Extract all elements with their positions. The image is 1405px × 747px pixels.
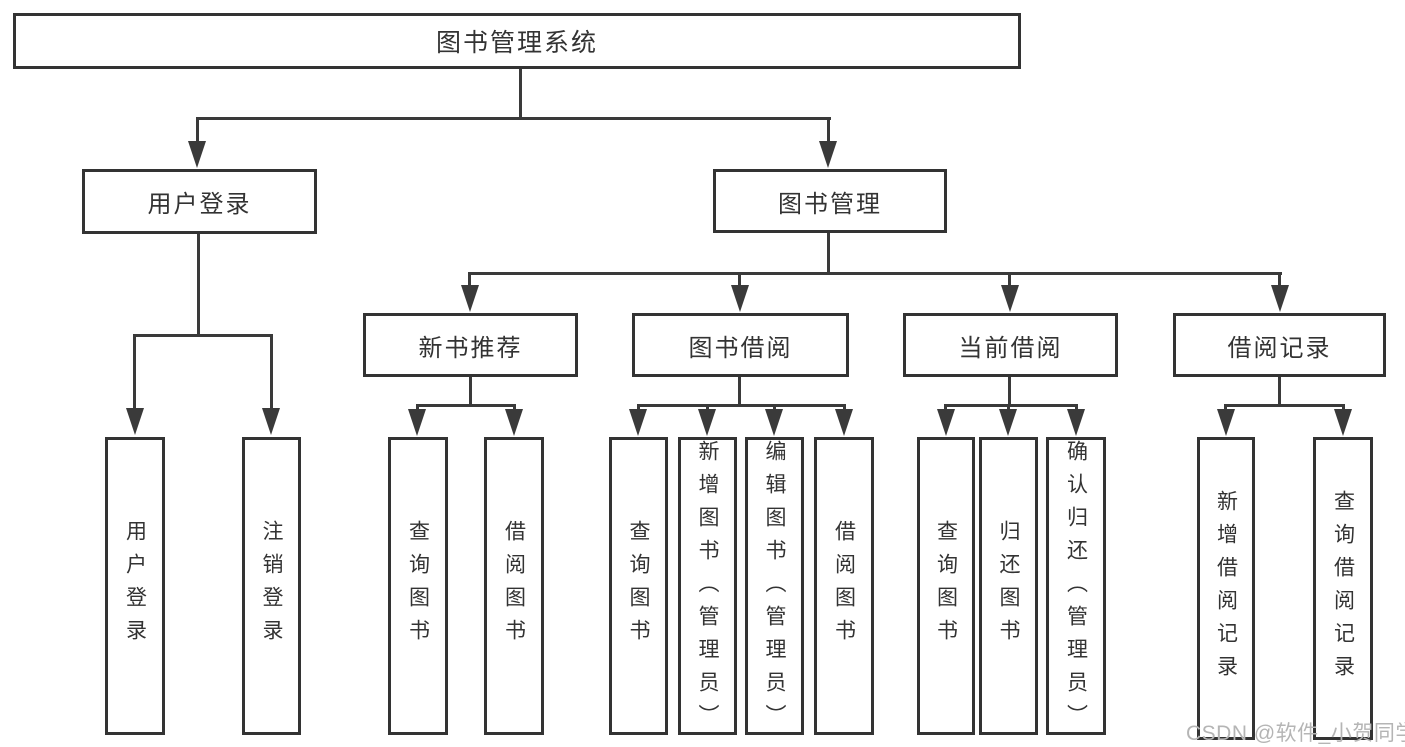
leaf-label: 查询借阅记录 [1331, 489, 1355, 688]
connector-line [196, 117, 831, 120]
connector-line [1278, 272, 1281, 287]
arrow-head [1001, 285, 1019, 312]
arrow-head [461, 285, 479, 312]
connector-line [133, 334, 136, 410]
connector-line [1278, 376, 1281, 406]
leaf-confirm-return-admin: 确认归还（管理员） [1046, 437, 1106, 737]
arrow-head [408, 409, 426, 436]
arrow-head [188, 141, 206, 168]
leaf-query-borrow-record: 查询借阅记录 [1313, 437, 1373, 740]
connector-line [637, 404, 846, 407]
arrow-head [1217, 409, 1235, 436]
connector-line [944, 404, 947, 411]
node-book-management-branch: 图书管理 [713, 169, 947, 233]
node-user-login-branch: 用户登录 [82, 169, 317, 234]
node-borrowing-records: 借阅记录 [1173, 313, 1386, 377]
leaf-query-books: 查询图书 [917, 437, 975, 735]
leaf-label: 确认归还（管理员） [1064, 440, 1088, 737]
leaf-add-borrow-record: 新增借阅记录 [1197, 437, 1255, 740]
arrow-head [126, 408, 144, 435]
leaf-logout: 注销登录 [242, 437, 301, 735]
leaf-label: 查询图书 [627, 520, 650, 652]
connector-line [738, 376, 741, 406]
arrow-head [698, 409, 716, 436]
connector-line [827, 232, 830, 274]
connector-line [706, 404, 709, 411]
node-book-borrowing: 图书借阅 [632, 313, 849, 377]
leaf-label: 新增图书（管理员） [696, 440, 719, 737]
connector-line [1224, 404, 1227, 411]
arrow-head [1334, 409, 1352, 436]
connector-line [827, 117, 830, 144]
leaf-query-books: 查询图书 [388, 437, 448, 735]
arrow-head [765, 409, 783, 436]
connector-line [1342, 404, 1345, 411]
leaf-borrow-books: 借阅图书 [484, 437, 544, 735]
connector-line [416, 404, 419, 411]
connector-line [196, 117, 199, 144]
leaf-label: 查询图书 [934, 520, 958, 652]
connector-line [1007, 404, 1010, 411]
connector-line [1075, 404, 1078, 411]
node-new-book-recommend: 新书推荐 [363, 313, 578, 377]
connector-line [416, 404, 516, 407]
connector-line [469, 272, 1282, 275]
arrow-head [999, 409, 1017, 436]
connector-line [469, 376, 472, 406]
connector-line [637, 404, 640, 411]
csdn-watermark: CSDN @软件_小贺同学 [1186, 722, 1405, 745]
arrow-head [629, 409, 647, 436]
arrow-head [1271, 285, 1289, 312]
arrow-head [262, 408, 280, 435]
connector-line [1224, 404, 1345, 407]
connector-line [738, 272, 741, 287]
arrow-head [819, 141, 837, 168]
leaf-label: 借阅图书 [502, 520, 526, 652]
leaf-label: 归还图书 [997, 520, 1020, 652]
leaf-borrow-books: 借阅图书 [814, 437, 874, 735]
connector-line [270, 334, 273, 410]
connector-line [1008, 272, 1011, 287]
connector-line [513, 404, 516, 411]
arrow-head [505, 409, 523, 436]
connector-line [519, 68, 522, 120]
leaf-label: 注销登录 [260, 520, 283, 652]
leaf-return-books: 归还图书 [979, 437, 1038, 735]
connector-line [197, 232, 200, 336]
leaf-query-books: 查询图书 [609, 437, 668, 735]
connector-line [843, 404, 846, 411]
leaf-label: 编辑图书（管理员） [763, 440, 786, 737]
leaf-add-book-admin: 新增图书（管理员） [678, 437, 737, 737]
connector-line [133, 334, 273, 337]
arrow-head [835, 409, 853, 436]
leaf-user-login: 用户登录 [105, 437, 165, 735]
leaf-label: 新增借阅记录 [1214, 489, 1238, 688]
node-library-management-system: 图书管理系统 [13, 13, 1021, 69]
connector-line [944, 404, 1078, 407]
leaf-label: 查询图书 [406, 520, 430, 652]
connector-line [1008, 376, 1011, 406]
node-current-borrowing: 当前借阅 [903, 313, 1118, 377]
connector-line [773, 404, 776, 411]
leaf-label: 用户登录 [123, 520, 147, 652]
arrow-head [1067, 409, 1085, 436]
leaf-edit-book-admin: 编辑图书（管理员） [745, 437, 804, 737]
leaf-label: 借阅图书 [832, 520, 856, 652]
arrow-head [937, 409, 955, 436]
arrow-head [731, 285, 749, 312]
connector-line [468, 272, 471, 287]
